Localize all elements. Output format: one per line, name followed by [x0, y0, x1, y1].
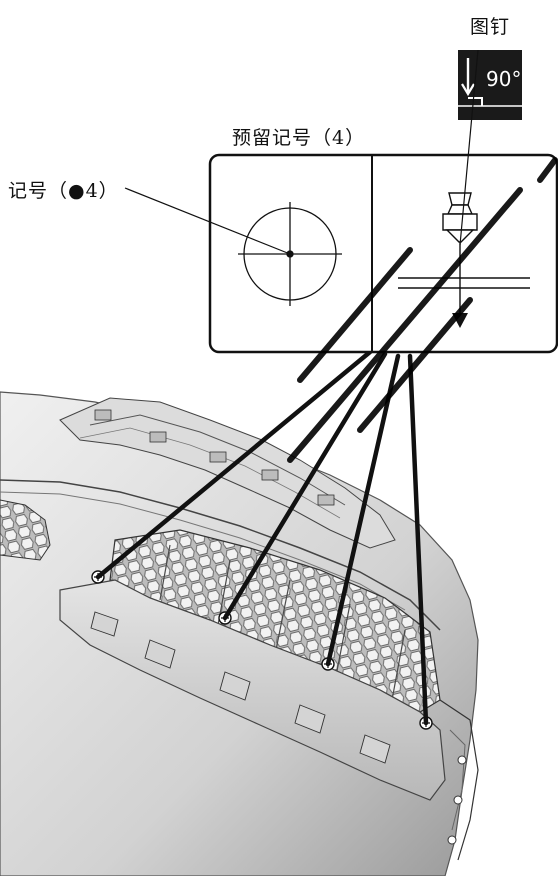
pushpin-icon: [442, 192, 478, 262]
mark-label: 记号（●4）: [8, 180, 119, 202]
mark-pointer-line: [124, 187, 291, 255]
leader-line-2: [222, 351, 388, 621]
leader-line-3: [325, 353, 401, 667]
bumper-top-bracket: [59, 397, 396, 549]
angle-90-icon: [458, 49, 522, 246]
watermark: [287, 157, 558, 463]
leader-line-4: [407, 353, 429, 726]
bumper-illustration: [0, 391, 479, 876]
reserved-mark-label: 预留记号（4）: [232, 127, 366, 149]
detail-callout: [124, 153, 558, 354]
bumper-lower-panel: [59, 579, 446, 801]
angle-value: 90°: [486, 67, 522, 91]
pushpin-label: 图钉: [470, 16, 511, 38]
leader-lines: [95, 349, 429, 726]
leader-line-1: [95, 349, 373, 580]
bumper-left-vent: [0, 499, 51, 561]
